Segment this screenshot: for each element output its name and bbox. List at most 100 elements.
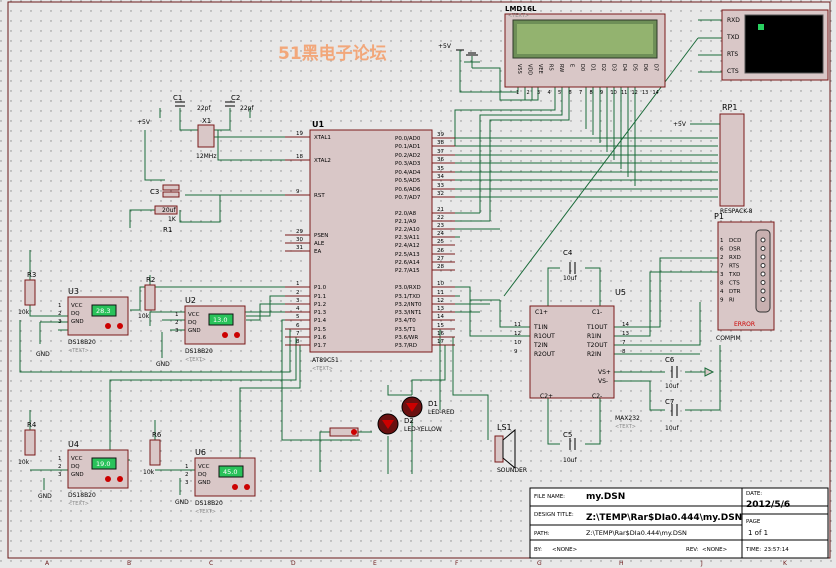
mcu-pin-p31txd: P3.1/TXD [395, 294, 420, 300]
lcd-pin-num: 11 [621, 90, 627, 96]
max232-pin-num: 14 [622, 322, 629, 328]
max232-part: MAX232 [615, 415, 640, 422]
path-label: PATH: [534, 531, 550, 537]
c7-ref: C7 [665, 398, 674, 406]
mcu-pin-p37rd: P3.7/RD [395, 343, 417, 349]
sensor-ref: U2 [185, 296, 196, 305]
lcd-power-symbols: +5V [438, 43, 480, 68]
r1-value: 1K [168, 216, 177, 223]
mcu-pin-num: 25 [437, 239, 444, 245]
capacitor-c4: C4 10uf [563, 249, 577, 282]
border-col-A: A [45, 560, 50, 567]
mcu-pin-num: 9 [296, 189, 300, 195]
capacitor-c5: C5 10uf [563, 431, 577, 464]
mcu-left-pins: 19XTAL118XTAL29RST29PSEN30ALE31EA1P1.02P… [285, 131, 331, 349]
compim-pin-num: 8 [720, 281, 724, 287]
mcu-pin-p02ad2: P0.2/AD2 [395, 153, 420, 159]
compim-pin-num: 4 [720, 289, 724, 295]
lcd-text-placeholder: <TEXT> [508, 13, 529, 19]
lcd-pin-d7: D7 [653, 64, 659, 71]
resistor-r2: R2 10k [138, 276, 156, 320]
mcu-pin-psen: PSEN [314, 233, 328, 239]
rev-label: REV: [686, 547, 699, 553]
path: Z:\TEMP\Rar$DIa0.444\my.DSN [586, 529, 687, 537]
mcu-vcc: +5V [137, 119, 151, 126]
sensor-pin-dq: DQ [71, 311, 80, 317]
max232-c2m: C2- [592, 393, 602, 400]
border-col-D: D [291, 560, 296, 567]
sensor-text-placeholder: <TEXT> [68, 501, 89, 507]
mcu-pin-ea: EA [314, 249, 321, 255]
border-col-J: J [700, 560, 703, 567]
sensor-pin-num: 2 [185, 472, 189, 478]
by-label: BY: [534, 547, 542, 553]
mcu-pin-num: 39 [437, 132, 444, 138]
push-button [329, 427, 359, 437]
lcd-pin-num: 14 [653, 90, 659, 96]
mcu-pin-num: 32 [437, 191, 444, 197]
max232-pin-num: 8 [622, 349, 626, 355]
lcd-pin-d5: D5 [632, 64, 638, 71]
lcd-pin-d4: D4 [621, 64, 627, 71]
mcu-pin-p14: P1.4 [314, 318, 327, 324]
r6-value: 10k [143, 469, 155, 476]
sensor-pin-num: 3 [58, 472, 62, 478]
mcu-pin-num: 13 [437, 306, 444, 312]
sensor-pin-num: 3 [175, 328, 179, 334]
d2-ref: D2 [404, 417, 414, 425]
lcd-pin-d3: D3 [611, 64, 617, 71]
r4-value: 10k [18, 459, 30, 466]
sensor-text-placeholder: <TEXT> [195, 509, 216, 515]
lcd-display: LMD16L <TEXT> VSS1VDD2VEE3RS4RW5E6D07D18… [504, 5, 666, 96]
compim-pin-num: 2 [720, 255, 724, 261]
c3-value: 20uf [162, 207, 176, 214]
border-col-H: H [619, 560, 624, 567]
compim-pin-num: 9 [720, 298, 724, 304]
mcu-pin-p36wr: P3.6/WR [395, 335, 418, 341]
sensor-pin-num: 1 [58, 456, 62, 462]
lcd-pin-num: 7 [579, 90, 582, 96]
mcu-pin-num: 6 [296, 323, 300, 329]
max232-pin-r1in: R1IN [587, 333, 601, 340]
mcu-pin-p33int1: P3.3/INT1 [395, 310, 422, 316]
sensor-pin-gnd: GND [71, 319, 84, 325]
mcu-pin-num: 11 [437, 290, 444, 296]
c6-value: 10uf [665, 383, 679, 390]
mcu-pin-p20a8: P2.0/A8 [395, 211, 417, 217]
sensor-reading: 19.0 [96, 460, 110, 468]
mcu-pin-p22a10: P2.2/A10 [395, 227, 420, 233]
c7-value: 10uf [665, 425, 679, 432]
sensor-pin-gnd: GND [188, 328, 201, 334]
sheet-border [7, 1, 831, 559]
compim-pin-ri: RI [729, 298, 735, 304]
lcd-pin-num: 12 [632, 90, 638, 96]
by: <NONE> [552, 547, 578, 553]
mcu-pin-num: 8 [296, 339, 300, 345]
r3-ref: R3 [27, 271, 36, 279]
lcd-pin-num: 5 [558, 90, 561, 96]
mcu-pin-num: 1 [296, 281, 300, 287]
rpack-part: RESPACK-8 [720, 208, 753, 215]
sensor-pin-vcc: VCC [71, 456, 83, 462]
crystal-x1: X1 12MHz [196, 117, 216, 160]
max232-pin-num: 10 [514, 340, 521, 346]
mcu-pin-p06ad6: P0.6/AD6 [395, 187, 421, 193]
mcu-pin-num: 19 [296, 131, 303, 137]
rpack-ref: RP1 [722, 103, 737, 112]
compim-pin-num: 6 [720, 247, 724, 253]
lcd-pin-num: 6 [569, 90, 572, 96]
sensor-text-placeholder: <TEXT> [185, 357, 206, 363]
x1-ref: X1 [202, 117, 211, 125]
time: 23:57:14 [764, 547, 789, 553]
sensor-ref: U3 [68, 287, 79, 296]
c6-ref: C6 [665, 356, 675, 364]
compim-pin-cts: CTS [729, 281, 740, 287]
mcu-pin-num: 15 [437, 323, 444, 329]
design-title: Z:\TEMP\Rar$DIa0.444\my.DSN [586, 513, 742, 523]
resistor-r4: R4 10k [18, 421, 37, 466]
max232-pin-r2in: R2IN [587, 351, 601, 358]
